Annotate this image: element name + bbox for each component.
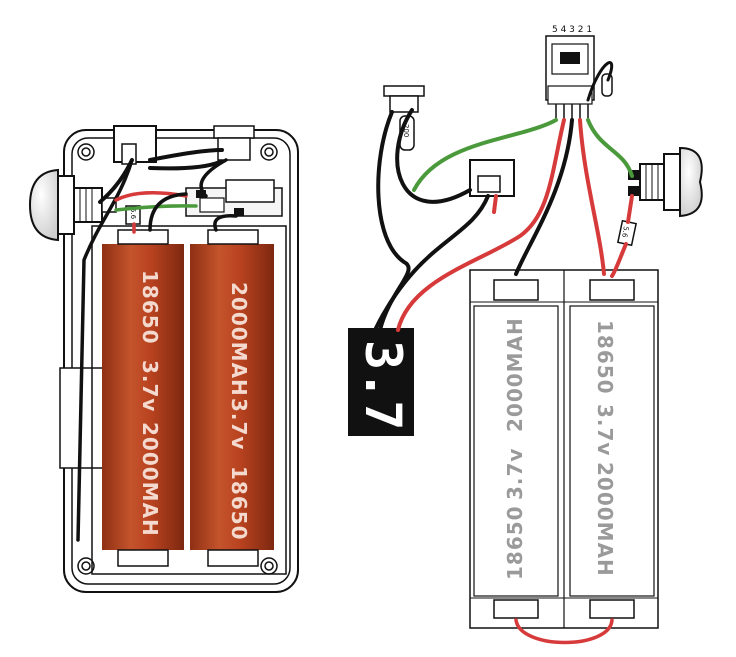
right-cell-1: [473, 279, 559, 619]
right-510-connector: [469, 159, 515, 197]
left-wires: [76, 148, 238, 542]
pot-label: 200: [402, 124, 410, 137]
left-cell-holder: [91, 225, 287, 575]
voltmeter: 3.7: [348, 328, 414, 436]
left-potentiometer: [213, 125, 255, 161]
right-resistor: 5.6: [616, 219, 638, 247]
side-sleeve: [59, 367, 109, 469]
pin-numbers: 5 4 3 2 1: [552, 25, 592, 35]
left-cell-2-voltage: 3.7v: [227, 398, 251, 450]
right-cell-2-capacity: 2000MAH: [593, 462, 617, 577]
right-potentiometer: 200: [383, 85, 425, 151]
right-resistor-label: 5.6: [620, 226, 630, 239]
right-cell-2: [569, 279, 655, 619]
right-wires: [374, 61, 634, 645]
left-control-board: [185, 179, 283, 217]
left-cell-1-brand: 18650: [138, 270, 162, 345]
right-assembly: 5 4 3 2 1 200: [348, 25, 703, 645]
right-control-board: 5 4 3 2 1: [545, 25, 595, 120]
right-fire-button: [628, 146, 703, 218]
left-cell-1-capacity: 2000MAH: [138, 422, 162, 537]
left-cell-2: [190, 229, 274, 567]
left-cell-2-brand: 18650: [227, 466, 251, 541]
left-resistor-label: 5.6: [129, 208, 137, 220]
right-cell-2-brand: 18650: [593, 320, 617, 395]
left-510-connector: [113, 125, 157, 165]
voltmeter-display: 3.7: [354, 340, 412, 430]
left-assembly: 18650 3.7v 2000MAH 2000MAH 3.7v 18650 5.…: [28, 125, 299, 593]
right-cell-2-voltage: 3.7v: [593, 404, 617, 456]
right-cell-1-capacity: 2000MAH: [503, 317, 527, 432]
right-cell-1-voltage: 3.7v: [503, 448, 527, 500]
left-cell-1: [102, 229, 184, 567]
left-cell-1-voltage: 3.7v: [138, 360, 162, 412]
right-cell-1-brand: 18650: [503, 505, 527, 580]
left-cell-2-capacity: 2000MAH: [227, 282, 251, 397]
